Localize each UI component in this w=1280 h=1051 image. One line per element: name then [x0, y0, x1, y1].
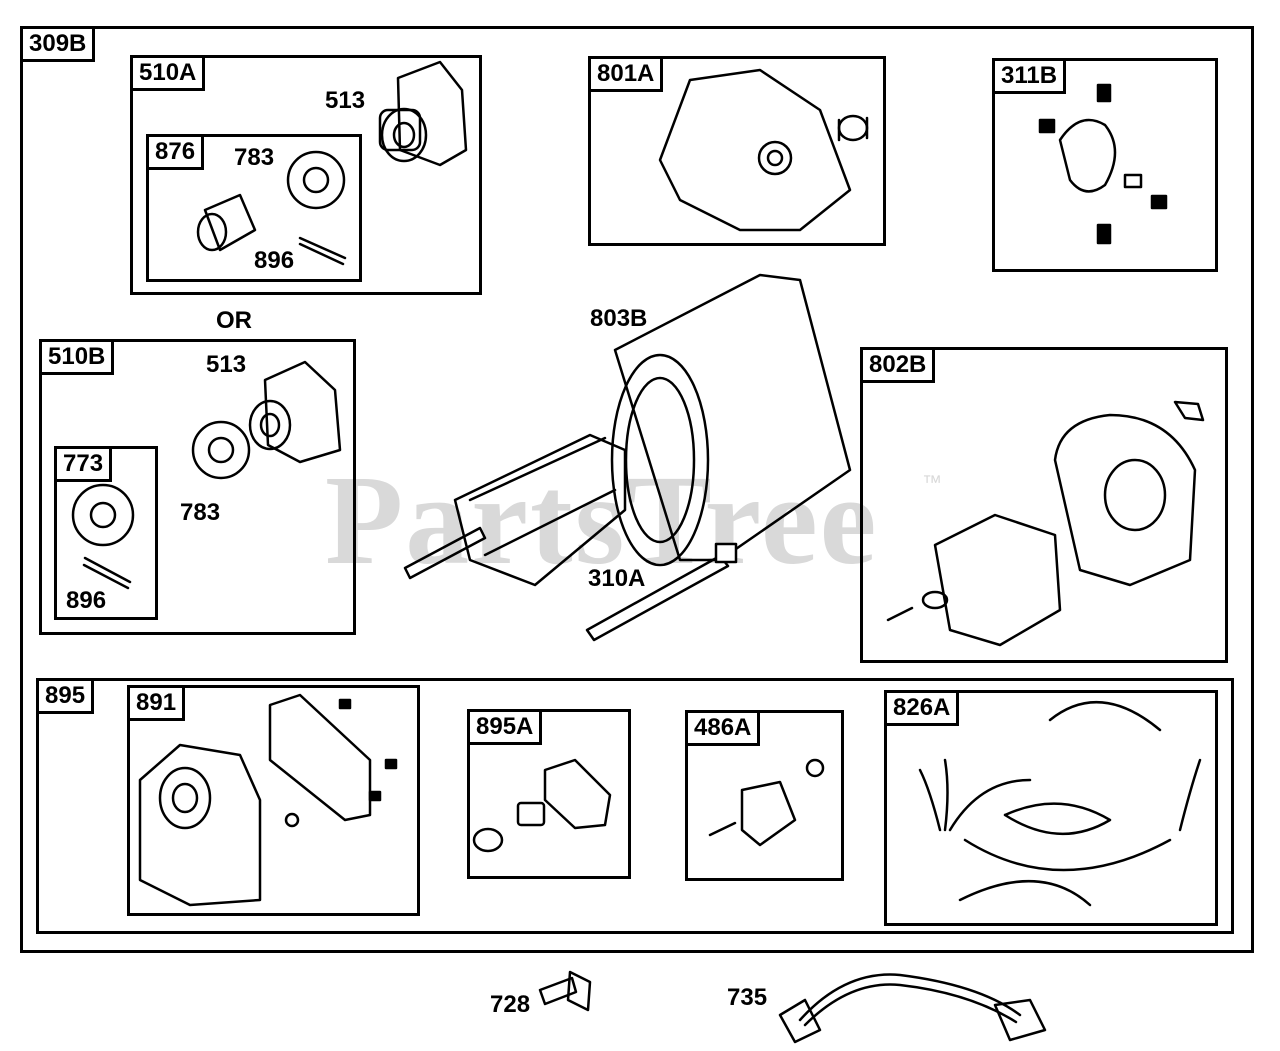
group-802B-label[interactable]: 802B	[863, 350, 936, 383]
motor-housing-803B-drawing	[610, 273, 852, 567]
group-311B-label[interactable]: 311B	[995, 61, 1067, 94]
or-label: OR	[216, 307, 252, 334]
bolt-728-drawing	[538, 970, 592, 1012]
group-801A-label[interactable]: 801A	[591, 59, 664, 92]
group-876-box: 876	[146, 134, 362, 282]
part-896b-label[interactable]: 896	[66, 587, 107, 614]
part-513-label[interactable]: 513	[325, 87, 366, 114]
trademark-symbol: ™	[922, 472, 942, 494]
group-510A-box: 510A	[130, 55, 482, 295]
drive-housing-513-drawing	[378, 60, 468, 167]
part-896-label[interactable]: 896	[254, 247, 295, 274]
group-773-box: 773	[54, 446, 158, 620]
group-895-label[interactable]: 895	[39, 681, 95, 714]
brush-assembly-311B-drawing	[1038, 83, 1168, 245]
part-803B-label[interactable]: 803B	[590, 305, 648, 332]
group-895A-label[interactable]: 895A	[470, 712, 543, 745]
group-891-box: 891	[127, 685, 420, 916]
end-cap-802B-drawing	[886, 400, 1205, 647]
part-783b-label[interactable]: 783	[180, 499, 221, 526]
part-735-label[interactable]: 735	[727, 984, 768, 1011]
group-486A-label[interactable]: 486A	[688, 713, 761, 746]
group-486A-box: 486A	[685, 710, 844, 881]
wire-harness-826A-drawing	[918, 701, 1202, 907]
pinion-773-drawing	[71, 483, 135, 590]
group-891-label[interactable]: 891	[130, 688, 186, 721]
group-802B-box: 802B	[860, 347, 1228, 663]
switch-housing-891-drawing	[138, 693, 398, 907]
group-773-label[interactable]: 773	[57, 449, 113, 482]
rectifier-486A-drawing	[708, 758, 825, 847]
part-513b-label[interactable]: 513	[206, 351, 247, 378]
group-311B-box: 311B	[992, 58, 1218, 272]
bolt-310A-drawing	[585, 542, 738, 642]
pinion-gear-drawing	[196, 150, 347, 266]
group-510A-label[interactable]: 510A	[133, 58, 206, 91]
group-826A-box: 826A	[884, 690, 1218, 926]
armature-drawing	[403, 433, 627, 587]
part-310A-label[interactable]: 310A	[588, 565, 646, 592]
group-895-box: 895	[36, 678, 1234, 934]
power-cord-735-drawing	[778, 973, 1047, 1044]
group-510B-label[interactable]: 510B	[42, 342, 115, 375]
group-309B-label[interactable]: 309B	[23, 29, 96, 62]
group-876-label[interactable]: 876	[149, 137, 205, 170]
group-801A-box: 801A	[588, 56, 886, 246]
end-plate-801A-drawing	[658, 68, 869, 232]
group-510B-box: 510B	[39, 339, 356, 635]
watermark-text: PartsTree	[325, 449, 879, 591]
part-783-label[interactable]: 783	[234, 144, 275, 171]
drive-housing-513b-drawing	[191, 360, 342, 480]
part-728-label[interactable]: 728	[490, 991, 531, 1018]
switch-895A-drawing	[472, 758, 612, 853]
group-309B-box: 309B	[20, 26, 1254, 953]
group-826A-label[interactable]: 826A	[887, 693, 960, 726]
group-895A-box: 895A	[467, 709, 631, 879]
